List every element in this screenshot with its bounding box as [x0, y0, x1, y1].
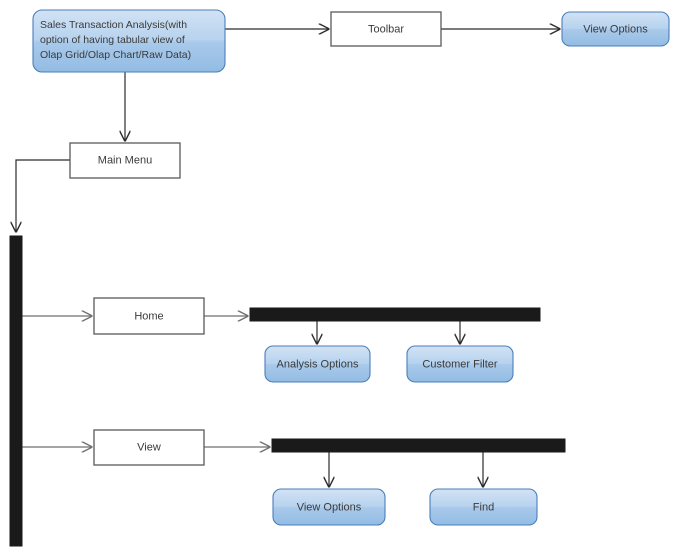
node-customer-filter-label: Customer Filter: [422, 358, 498, 370]
node-find[interactable]: Find: [429, 488, 538, 526]
home-fork-bar: [249, 307, 541, 322]
node-main-menu-shape[interactable]: [69, 142, 181, 179]
node-home-shape[interactable]: [93, 297, 205, 335]
node-view-label: View: [137, 441, 161, 453]
node-analysis-options-label: Analysis Options: [277, 358, 359, 370]
node-find-shape[interactable]: [429, 488, 538, 526]
node-main-menu[interactable]: Main Menu: [69, 142, 181, 179]
node-sales-transaction-analysis-line3: Olap Grid/Olap Chart/Raw Data): [40, 49, 191, 61]
node-toolbar-view-options-label: View Options: [583, 23, 648, 35]
node-view[interactable]: View: [93, 429, 205, 466]
node-home[interactable]: Home: [93, 297, 205, 335]
view-fork-bar: [271, 438, 566, 453]
node-toolbar[interactable]: Toolbar: [330, 11, 442, 47]
node-customer-filter[interactable]: Customer Filter: [406, 345, 514, 383]
node-view-options-label: View Options: [297, 501, 362, 513]
node-analysis-options[interactable]: Analysis Options: [264, 345, 371, 383]
node-sales-transaction-analysis-shape[interactable]: [32, 9, 226, 73]
node-toolbar-view-options-shape[interactable]: [561, 11, 670, 47]
node-home-label: Home: [134, 310, 163, 322]
node-analysis-options-shape[interactable]: [264, 345, 371, 383]
node-find-label: Find: [473, 501, 494, 513]
node-sales-transaction-analysis-line2: option of having tabular view of: [40, 34, 185, 46]
node-view-options[interactable]: View Options: [272, 488, 386, 526]
node-sales-transaction-analysis[interactable]: Sales Transaction Analysis(with option o…: [32, 9, 226, 73]
node-view-shape[interactable]: [93, 429, 205, 466]
vertical-sync-bar: [9, 235, 23, 547]
node-view-options-shape[interactable]: [272, 488, 386, 526]
node-main-menu-label: Main Menu: [98, 154, 152, 166]
node-toolbar-view-options[interactable]: View Options: [561, 11, 670, 47]
node-toolbar-label: Toolbar: [368, 23, 404, 35]
node-customer-filter-shape[interactable]: [406, 345, 514, 383]
connector-main-menu-to-rail: [16, 159, 70, 232]
node-sales-transaction-analysis-line1: Sales Transaction Analysis(with: [40, 19, 187, 31]
node-toolbar-shape[interactable]: [330, 11, 442, 47]
